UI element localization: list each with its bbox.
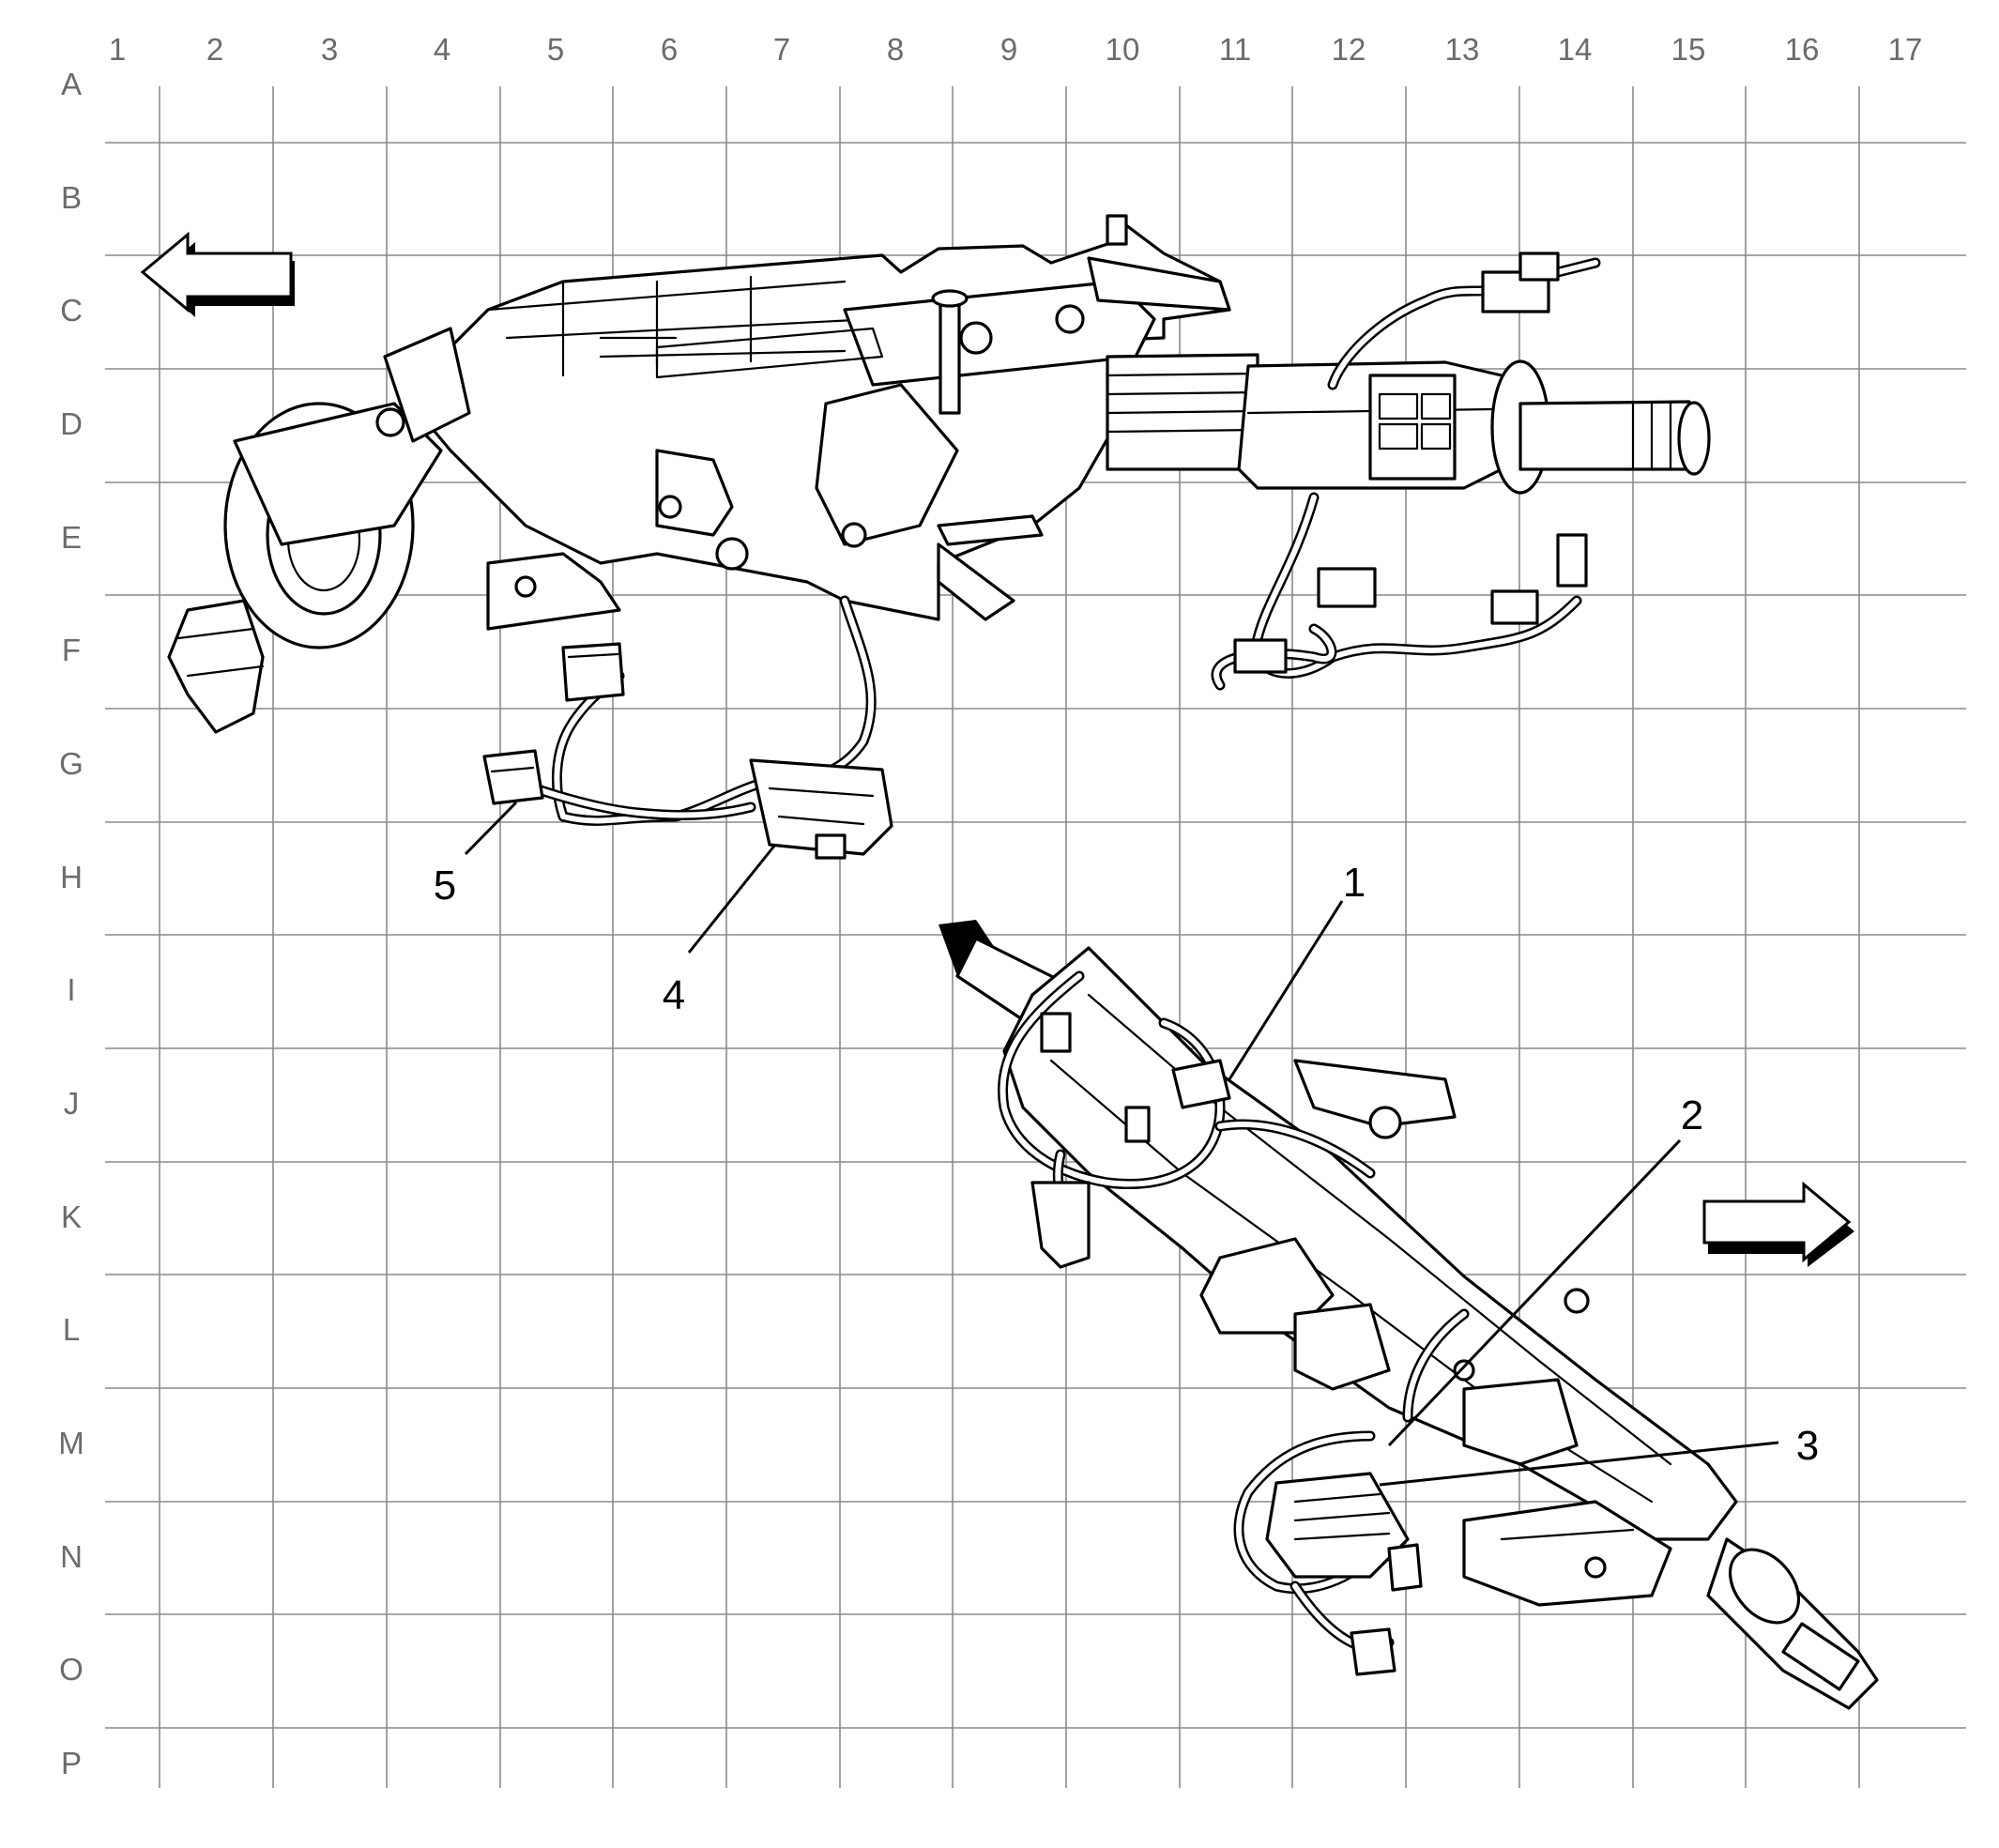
column-label: 9 (1000, 32, 1017, 67)
callout-leaders (464, 801, 1779, 1487)
row-label: J (64, 1086, 80, 1121)
direction-arrow-right-icon (1702, 1181, 1854, 1267)
row-label: L (63, 1312, 80, 1347)
row-label: D (60, 406, 83, 441)
column-labels: 1 2 3 4 5 6 7 8 9 10 11 12 13 14 15 16 1… (109, 32, 1923, 67)
column-label: 14 (1558, 32, 1593, 67)
column-label: 7 (773, 32, 790, 67)
column-label: 16 (1785, 32, 1820, 67)
callout-2: 2 (1681, 1092, 1703, 1138)
column-label: 8 (887, 32, 904, 67)
callout-3: 3 (1796, 1423, 1819, 1469)
column-label: 4 (434, 32, 450, 67)
row-label: B (61, 180, 82, 215)
leader-line-2 (1387, 1138, 1682, 1447)
row-label: H (60, 860, 83, 894)
upper-steering-column-assembly (167, 214, 1711, 860)
row-label: C (60, 293, 83, 328)
direction-arrow-left-icon (140, 231, 295, 317)
row-label: I (67, 972, 75, 1007)
column-label: 11 (1219, 32, 1251, 67)
callout-5: 5 (434, 863, 456, 909)
column-label: 5 (547, 32, 564, 67)
leader-line-5 (464, 801, 518, 856)
column-label: 3 (321, 32, 338, 67)
column-label: 6 (661, 32, 678, 67)
column-label: 10 (1106, 32, 1140, 67)
leader-line-4 (687, 844, 777, 954)
callout-numbers: 1 2 3 4 5 (434, 860, 1819, 1469)
callout-4: 4 (663, 972, 685, 1018)
column-label: 12 (1332, 32, 1366, 67)
row-label: K (61, 1199, 82, 1234)
row-label: E (61, 520, 82, 555)
row-labels: A B C D E F G H I J K L M N O P (58, 67, 84, 1780)
column-label: 15 (1671, 32, 1706, 67)
row-label: O (59, 1652, 84, 1687)
row-label: F (62, 633, 81, 667)
column-label: 1 (109, 32, 126, 67)
row-label: P (61, 1746, 82, 1780)
row-label: N (60, 1539, 83, 1574)
row-label: M (58, 1426, 84, 1460)
column-label: 13 (1445, 32, 1480, 67)
leader-line-1 (1228, 900, 1344, 1080)
row-label: G (59, 746, 84, 781)
column-label: 2 (206, 32, 223, 67)
lower-steering-column-assembly (938, 920, 1879, 1710)
callout-1: 1 (1343, 860, 1366, 906)
leader-line-3 (1379, 1441, 1779, 1487)
column-label: 17 (1888, 32, 1923, 67)
row-label: A (61, 67, 82, 101)
